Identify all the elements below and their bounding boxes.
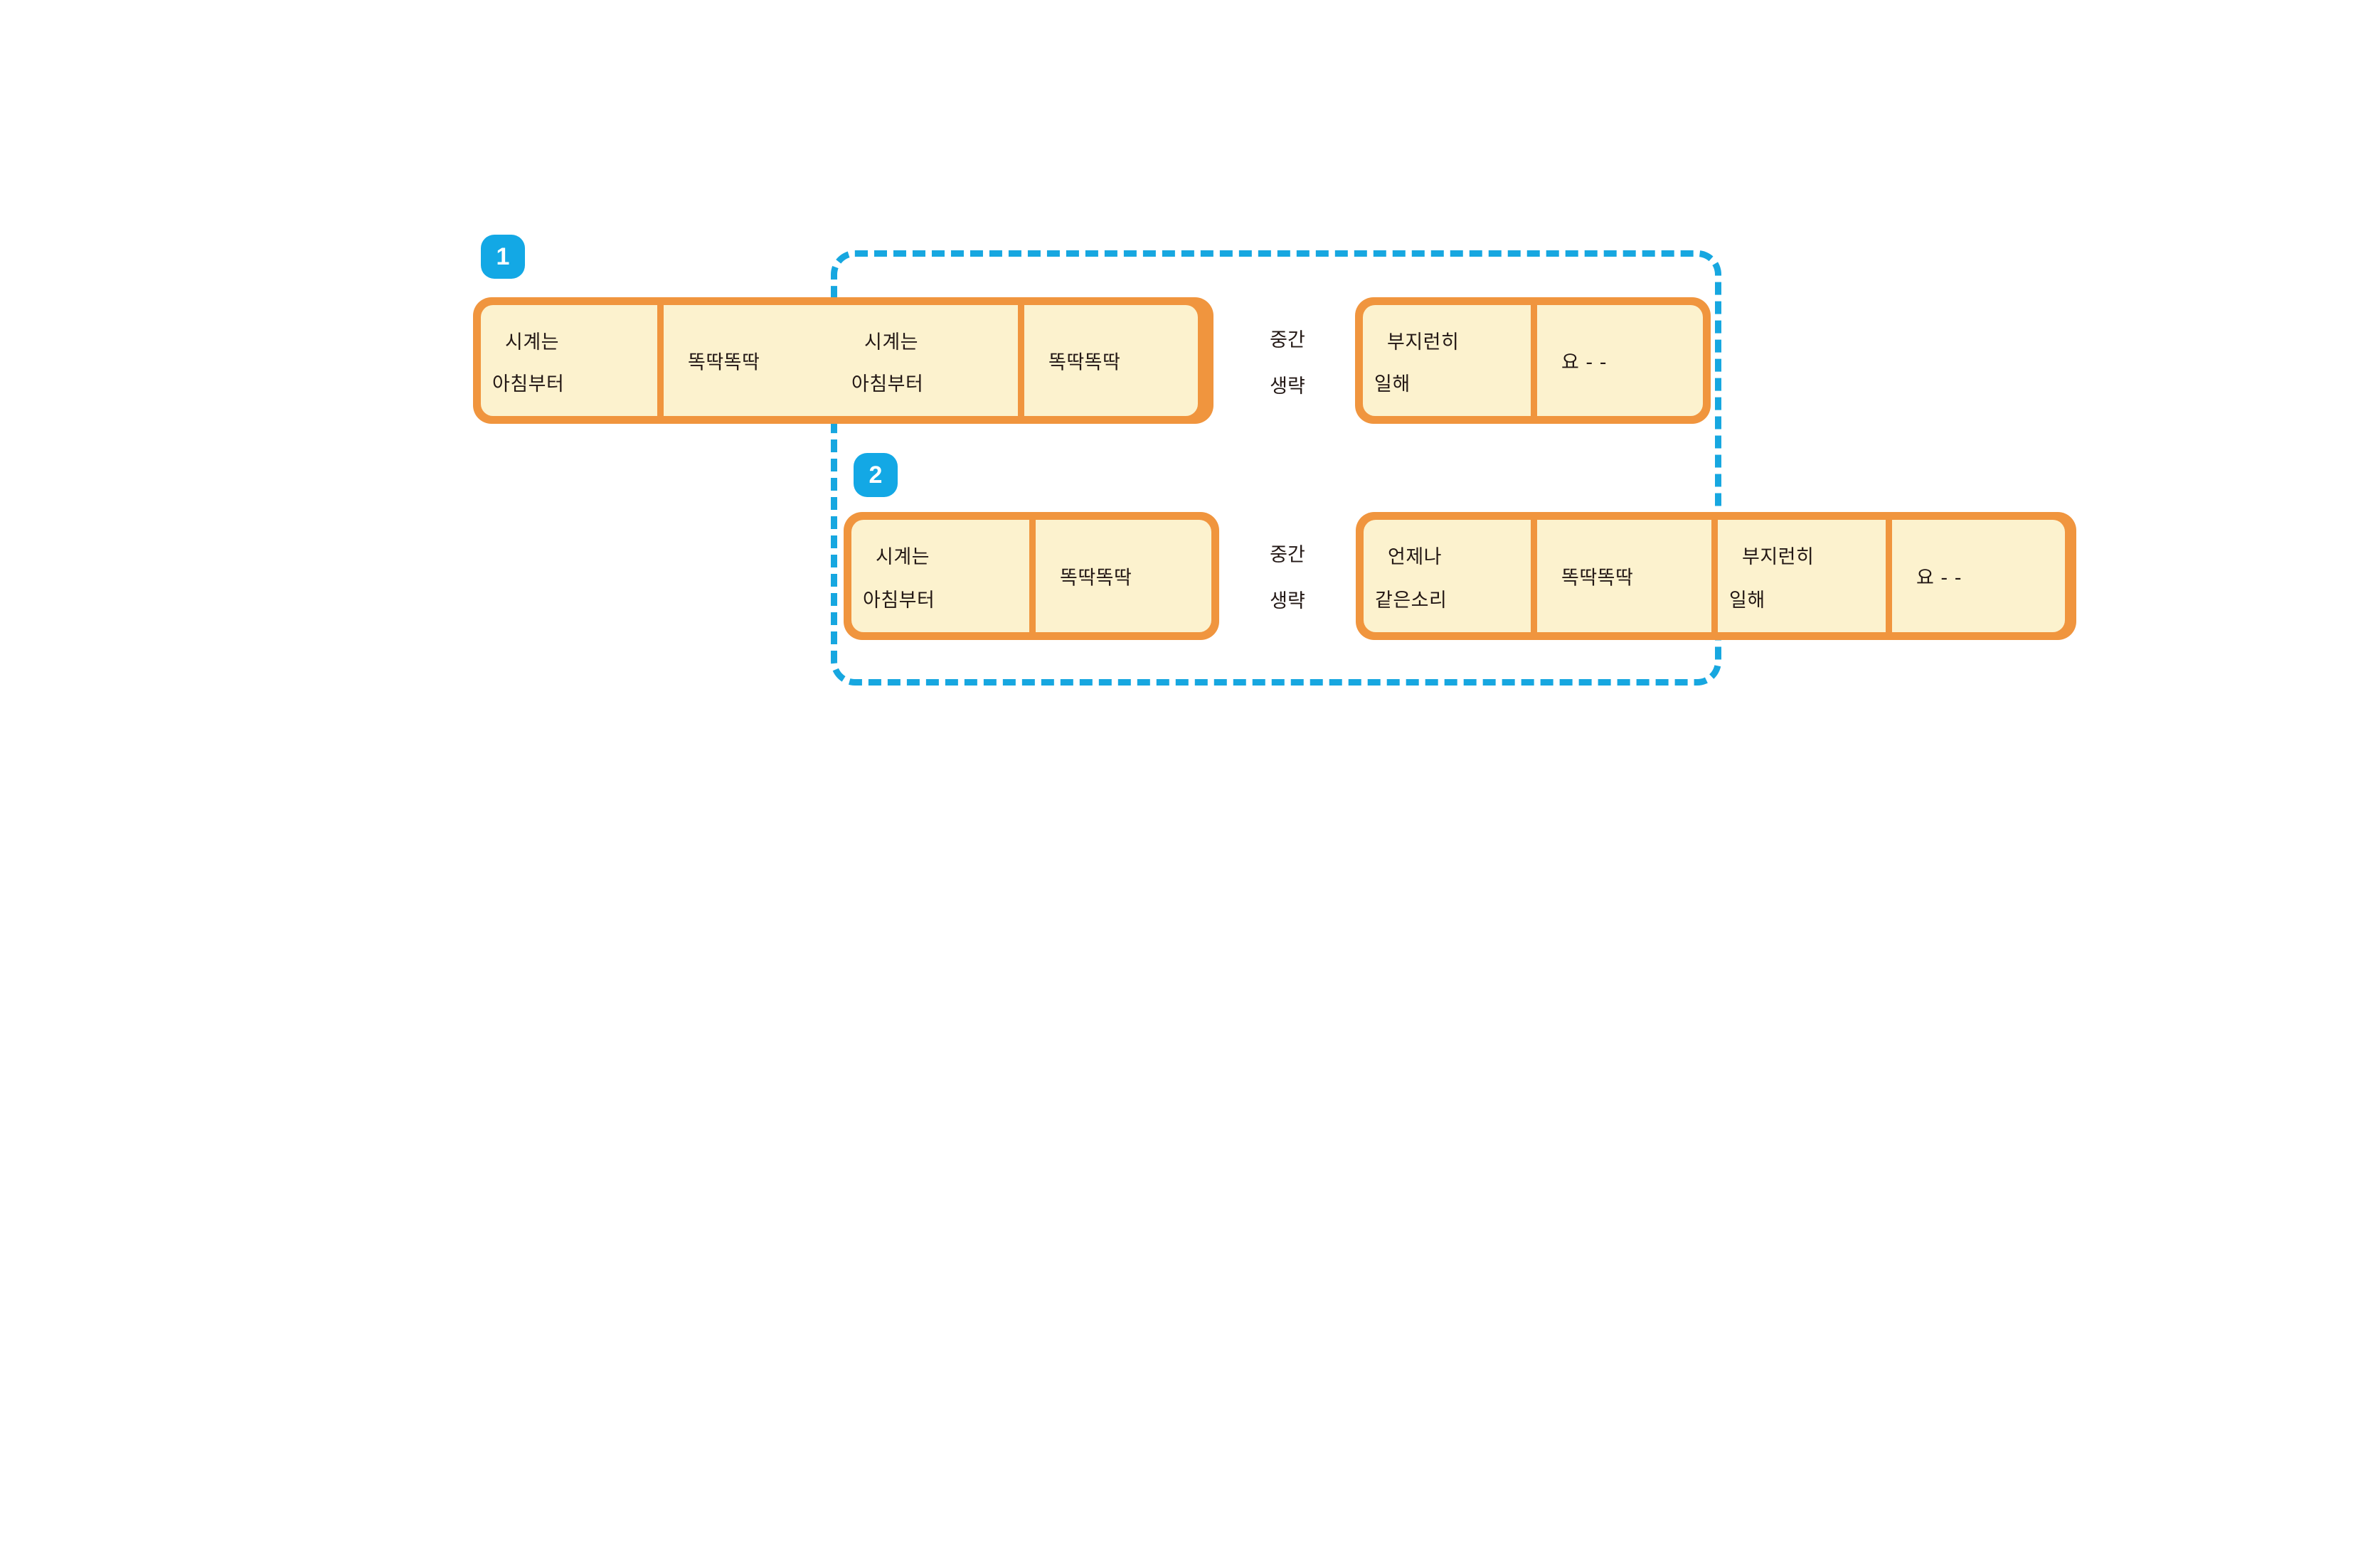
syllable-line-mid: 요 - - (1916, 567, 1962, 590)
syllable-line-top: 시계는 (505, 331, 560, 353)
syllable-line-bottom: 일해 (1374, 373, 1411, 395)
syllable-line-top: 부지런히 (1742, 546, 1815, 568)
lyric-group-r2-g1[interactable]: 시계는 아침부터 똑딱똑딱 (844, 512, 1219, 640)
syllable-line-mid: 똑딱똑딱 (688, 351, 760, 374)
syllable-line-bottom: 아침부터 (863, 590, 935, 612)
lyric-cell[interactable]: 언제나 같은소리 (1364, 520, 1531, 632)
syllable-line-bottom: 아침부터 (492, 373, 565, 395)
syllable-line-top: 시계는 (864, 331, 919, 353)
syllable-line-mid: 똑딱똑딱 (1561, 567, 1634, 590)
syllable-line-top: 언제나 (1388, 546, 1443, 568)
lyric-cell[interactable]: 똑딱똑딱 (1537, 520, 1711, 632)
lyric-group-r1-g1[interactable]: 시계는 아침부터 똑딱똑딱 (473, 297, 841, 424)
lyric-cell[interactable]: 똑딱똑딱 (1024, 305, 1198, 416)
lyric-cell[interactable]: 시계는 아침부터 (840, 305, 1018, 416)
omission-line-1: 중간 (1270, 329, 1305, 351)
row-badge-1[interactable]: 1 (481, 235, 525, 279)
syllable-line-top: 시계는 (876, 546, 930, 568)
omission-marker-row-1: 중간 생략 (1248, 313, 1327, 409)
lyric-cell[interactable]: 부지런히 일해 (1363, 305, 1531, 416)
syllable-line-bottom: 같은소리 (1375, 590, 1448, 612)
syllable-line-bottom: 일해 (1729, 590, 1765, 612)
lyric-cell[interactable]: 똑딱똑딱 (1036, 520, 1211, 632)
omission-line-2: 생략 (1270, 375, 1305, 398)
lyric-cell[interactable]: 시계는 아침부터 (851, 520, 1029, 632)
syllable-line-bottom: 아침부터 (851, 373, 924, 395)
lyric-group-r1-g2[interactable]: 시계는 아침부터 똑딱똑딱 (840, 297, 1213, 424)
lyric-cell[interactable]: 부지런히 일해 (1718, 520, 1886, 632)
syllable-line-top: 부지런히 (1387, 331, 1460, 353)
syllable-line-mid: 요 - - (1561, 351, 1607, 374)
lyric-group-r2-g2[interactable]: 언제나 같은소리 똑딱똑딱 부지런히 일해 요 - - (1356, 512, 2076, 640)
syllable-line-mid: 똑딱똑딱 (1060, 567, 1132, 590)
omission-marker-row-2: 중간 생략 (1248, 528, 1327, 624)
row-badge-2[interactable]: 2 (854, 453, 898, 497)
lyric-cell[interactable]: 시계는 아침부터 (481, 305, 657, 416)
syllable-line-mid: 똑딱똑딱 (1048, 351, 1121, 374)
lyric-cell[interactable]: 요 - - (1537, 305, 1703, 416)
lyric-cell[interactable]: 요 - - (1892, 520, 2065, 632)
omission-line-1: 중간 (1270, 543, 1305, 566)
omission-line-2: 생략 (1270, 590, 1305, 612)
lyric-cell[interactable]: 똑딱똑딱 (664, 305, 841, 416)
lyric-group-r1-g3[interactable]: 부지런히 일해 요 - - (1355, 297, 1711, 424)
